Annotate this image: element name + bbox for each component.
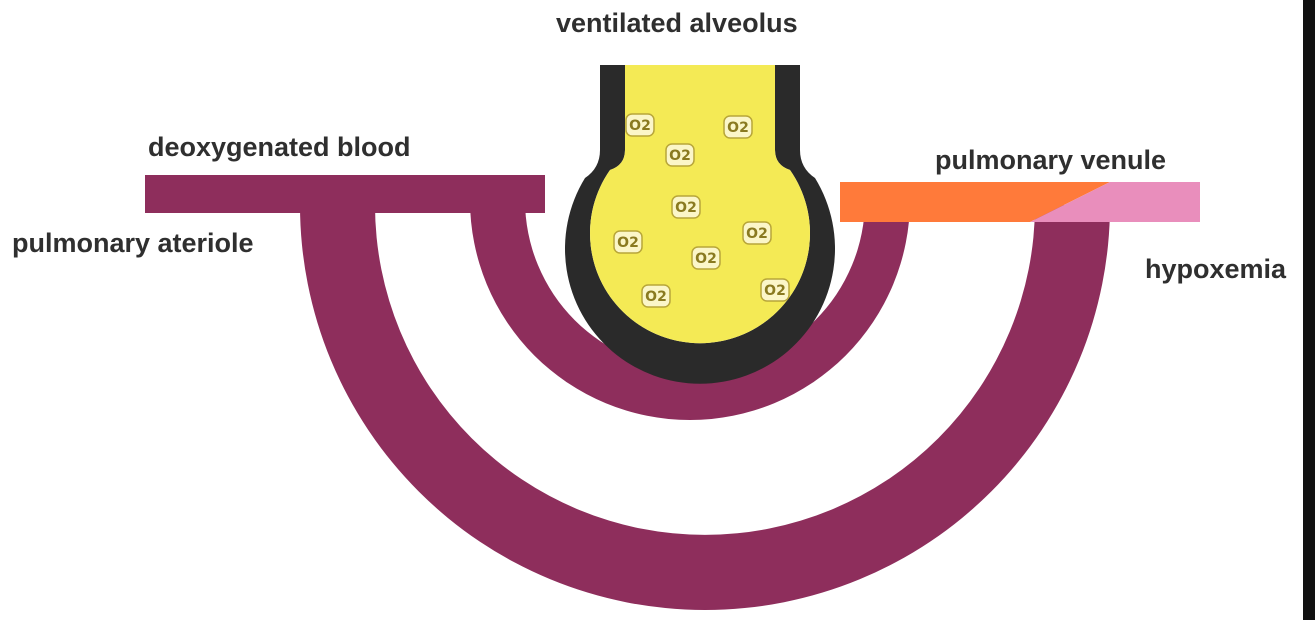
- o2-text: O2: [675, 200, 697, 216]
- o2-text: O2: [764, 283, 786, 299]
- o2-molecule: O2: [642, 285, 670, 307]
- o2-text: O2: [645, 289, 667, 305]
- o2-text: O2: [669, 148, 691, 164]
- o2-molecule: O2: [666, 144, 694, 166]
- label-deoxygenated-blood: deoxygenated blood: [148, 134, 411, 161]
- o2-molecule: O2: [743, 222, 771, 244]
- o2-text: O2: [727, 120, 749, 136]
- o2-molecule: O2: [672, 196, 700, 218]
- o2-text: O2: [629, 118, 651, 134]
- o2-molecule: O2: [692, 247, 720, 269]
- label-hypoxemia: hypoxemia: [1145, 256, 1286, 283]
- edge-bar: [1303, 0, 1315, 620]
- venule-stub: [840, 182, 910, 222]
- label-ventilated-alveolus: ventilated alveolus: [556, 10, 798, 37]
- o2-text: O2: [746, 226, 768, 242]
- o2-molecule: O2: [614, 231, 642, 253]
- o2-text: O2: [695, 251, 717, 267]
- alveolus: [565, 65, 835, 384]
- label-pulmonary-venule: pulmonary venule: [935, 147, 1166, 174]
- o2-text: O2: [617, 235, 639, 251]
- o2-molecule: O2: [761, 279, 789, 301]
- label-pulmonary-arteriole: pulmonary ateriole: [12, 230, 254, 257]
- o2-molecule: O2: [626, 114, 654, 136]
- o2-molecule: O2: [724, 116, 752, 138]
